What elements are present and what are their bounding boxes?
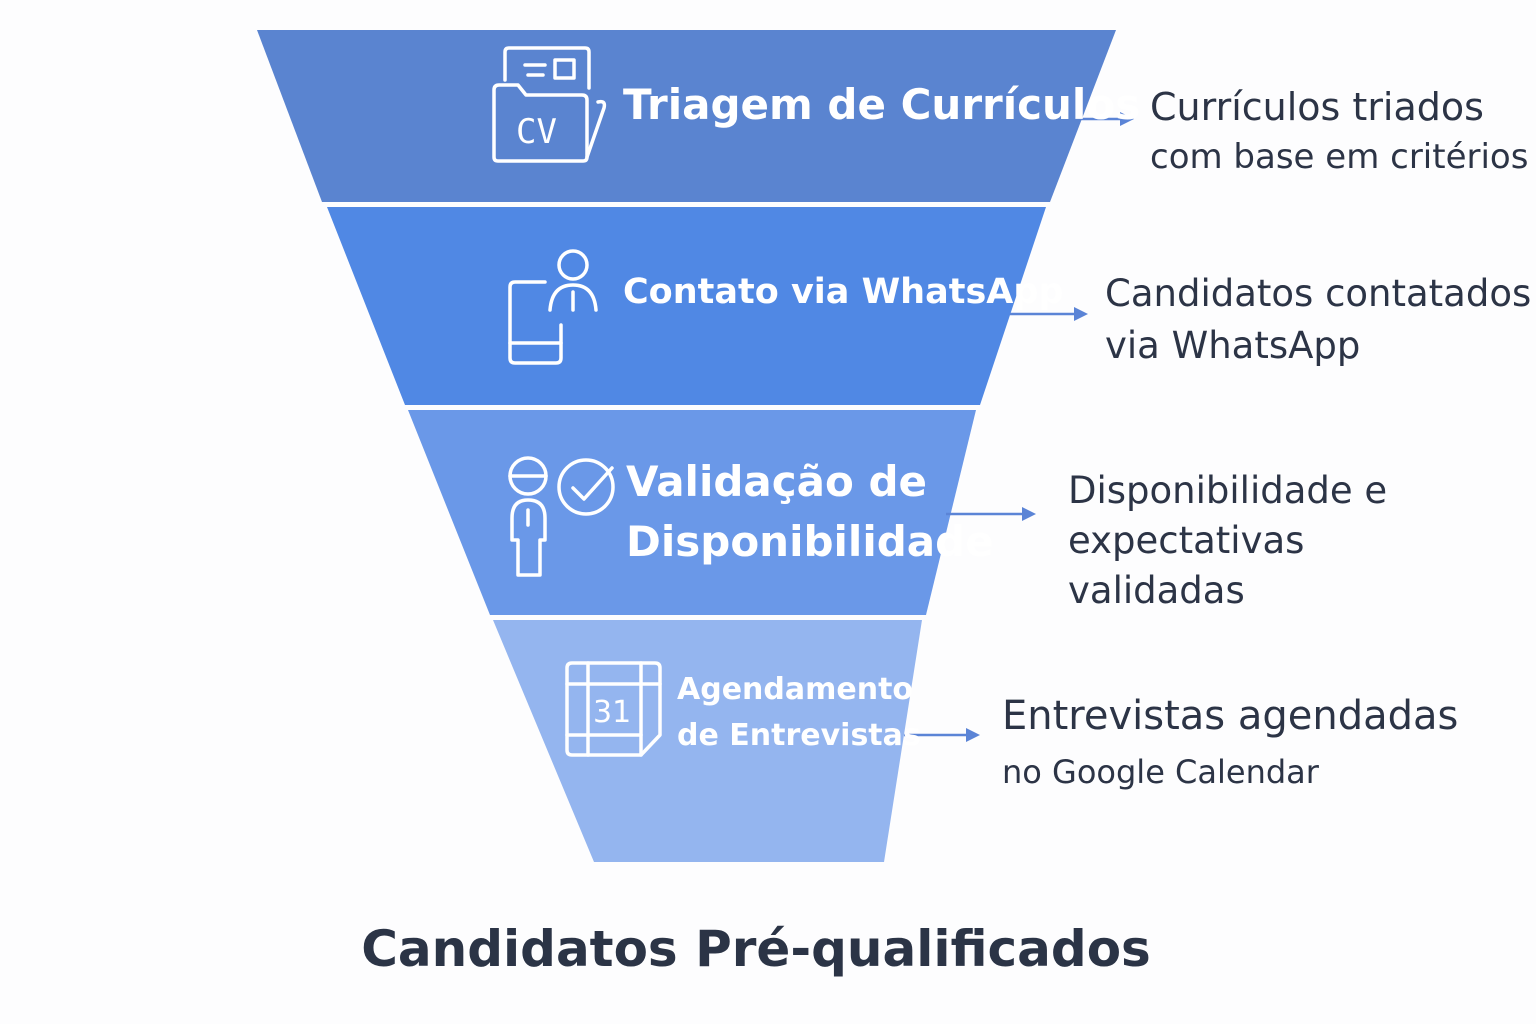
phone-person-icon [508, 249, 598, 365]
arrow-2 [1010, 307, 1088, 321]
stage-1-label-line1: Triagem de Currículos [623, 80, 1141, 129]
stage-3-label-line2: Disponibilidade [626, 517, 994, 566]
stage-4-label: Agendamento de Entrevistas [677, 667, 921, 759]
stage-3-description-line3: validadas [1068, 569, 1245, 612]
stage-4-description-line2: no Google Calendar [1002, 753, 1319, 791]
stage-3-description-line2: expectativas [1068, 519, 1305, 562]
arrow-1 [1080, 112, 1134, 126]
stage-1-description: Currículos triados com base em critérios [1150, 82, 1528, 182]
svg-text:CV: CV [516, 112, 557, 152]
stage-3-label-line1: Validação de [626, 457, 928, 506]
stage-1-description-line1: Currículos triados [1150, 85, 1484, 129]
stage-2-label-line1: Contato via WhatsApp [623, 272, 1064, 312]
calendar-icon: 31 [565, 661, 662, 757]
funnel-stage-1 [257, 30, 1116, 202]
stage-4-description-line1: Entrevistas agendadas [1002, 693, 1459, 739]
stage-2-description: Candidatos contatados via WhatsApp [1105, 268, 1531, 372]
funnel-stage-4 [493, 620, 922, 862]
funnel-output-label: Candidatos Pré-qualificados [361, 920, 1151, 978]
funnel-stage-2 [327, 207, 1046, 405]
stage-4-label-line2: de Entrevistas [677, 718, 921, 753]
stage-4-label-line1: Agendamento [677, 672, 914, 707]
arrow-4 [904, 728, 980, 742]
arrow-3 [946, 507, 1036, 521]
stage-2-label: Contato via WhatsApp [623, 271, 1063, 313]
stage-1-description-line2: com base em critérios [1150, 137, 1529, 177]
stage-3-description-line1: Disponibilidade e [1068, 469, 1388, 512]
svg-text:31: 31 [593, 695, 631, 730]
stage-3-description: Disponibilidade e expectativas validadas [1068, 466, 1387, 616]
stage-2-description-line2: via WhatsApp [1105, 324, 1361, 367]
stage-2-description-line1: Candidatos contatados [1105, 272, 1532, 315]
person-check-icon [508, 456, 615, 577]
stage-3-label: Validação de Disponibilidade [626, 452, 994, 572]
cv-folder-icon: CV [492, 46, 607, 163]
funnel-stage-3 [408, 410, 976, 615]
stage-1-label: Triagem de Currículos [623, 80, 1140, 130]
stage-4-description: Entrevistas agendadas no Google Calendar [1002, 688, 1458, 800]
